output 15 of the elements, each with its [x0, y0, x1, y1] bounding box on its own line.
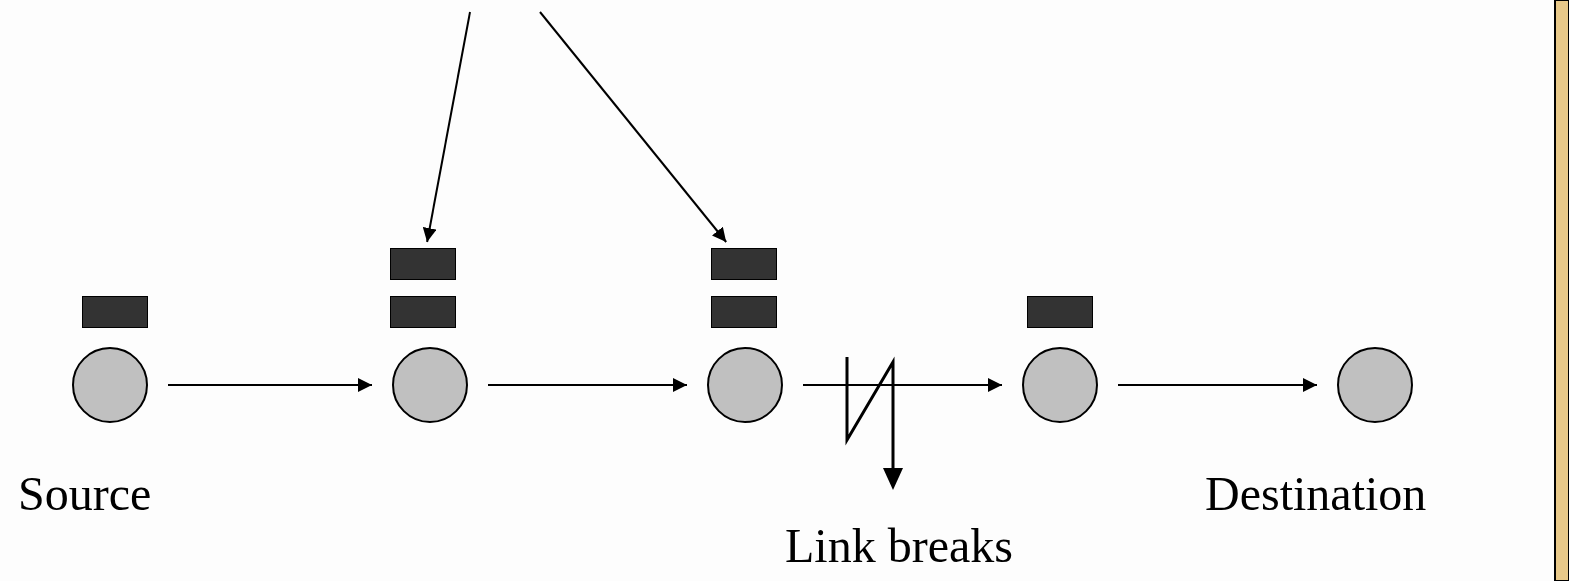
break-label: Link breaks — [785, 522, 1013, 570]
packet-bar — [82, 296, 148, 328]
packet-bar — [390, 248, 456, 280]
packet-bar — [711, 248, 777, 280]
leader-arrow — [539, 11, 728, 243]
packet-bar — [390, 296, 456, 328]
arrow — [167, 378, 373, 392]
leader-arrow — [422, 11, 471, 243]
arrow — [1117, 378, 1318, 392]
node-caption: Source — [18, 470, 152, 518]
arrow — [802, 378, 1003, 392]
packet-bar — [711, 296, 777, 328]
node-caption: Destination — [1205, 470, 1427, 518]
arrow — [487, 378, 688, 392]
packet-bar — [1027, 296, 1093, 328]
